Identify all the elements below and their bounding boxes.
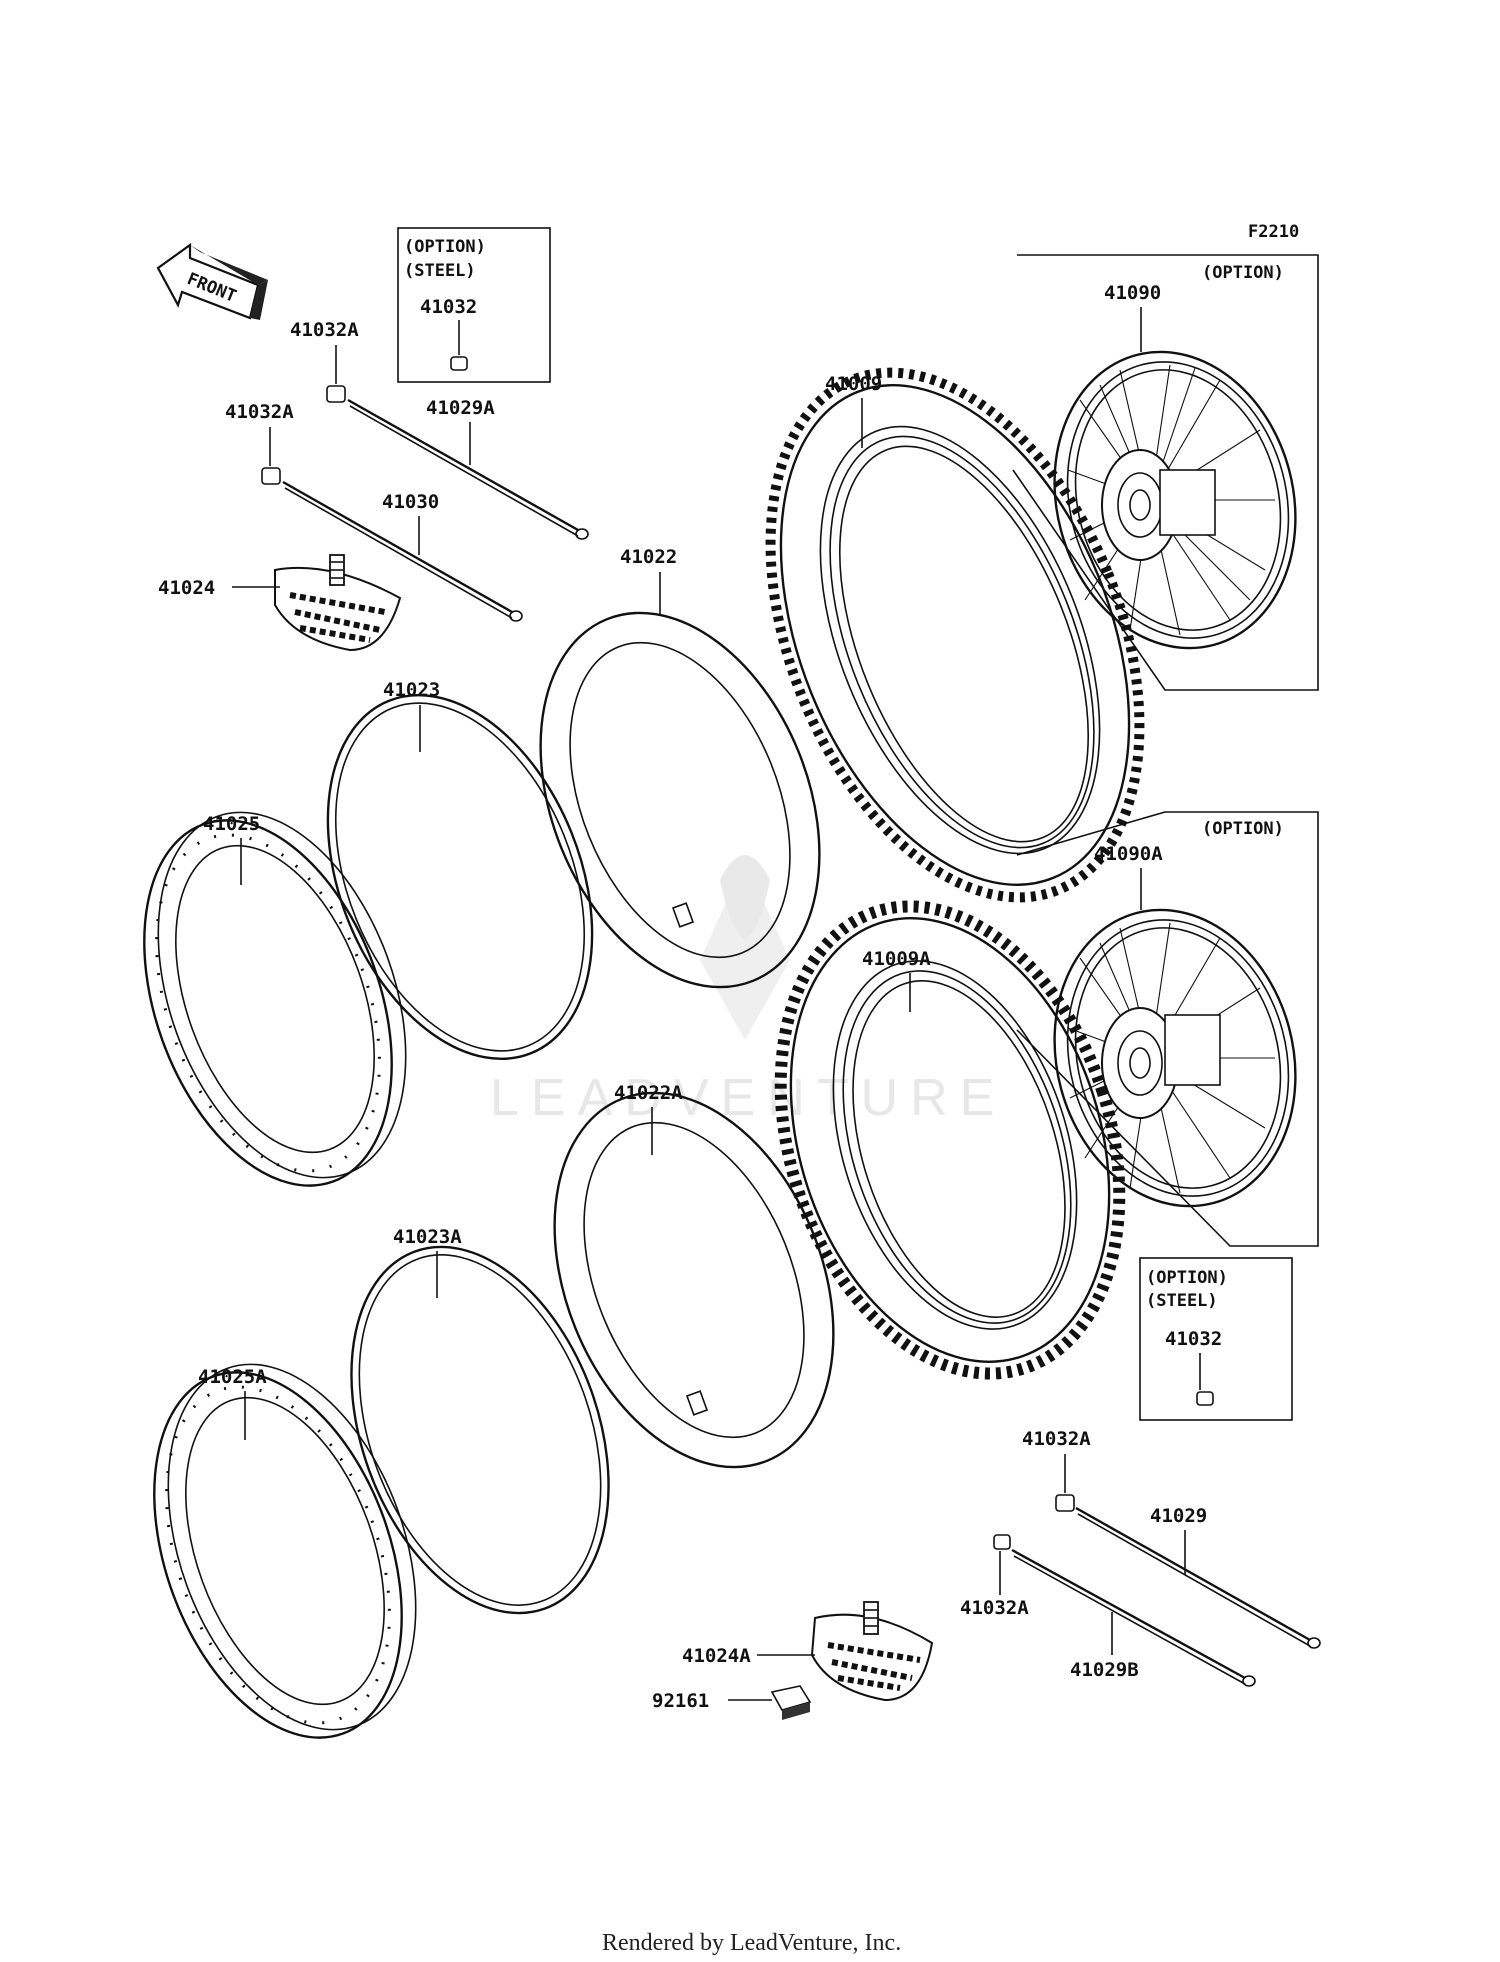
part-41023: 41023: [383, 679, 440, 701]
footer-credit: Rendered by LeadVenture, Inc.: [602, 1930, 901, 1956]
option-label: (OPTION): [1202, 263, 1284, 283]
option-label: (OPTION): [1146, 1268, 1228, 1288]
wheel-41090A-icon: [1053, 908, 1297, 1208]
block-92161: 92161: [652, 1685, 812, 1720]
watermark-text: LEADVENTURE: [490, 1069, 1006, 1127]
spoke-41029B: 41032A 41029B: [960, 1534, 1256, 1687]
part-41022: 41022: [620, 546, 677, 568]
steel-label: (STEEL): [1146, 1291, 1218, 1311]
part-41029: 41029: [1150, 1505, 1207, 1527]
rim-41025A: 41025A: [153, 1363, 417, 1739]
part-41032A-d: 41032A: [960, 1597, 1029, 1619]
part-41032-bottom: 41032: [1165, 1328, 1222, 1350]
part-41090A: 41090A: [1094, 843, 1163, 865]
part-41032-top: 41032: [420, 296, 477, 318]
tube-41022A: 41022A: [553, 1082, 835, 1469]
watermark: LEADVENTURE: [490, 855, 1006, 1127]
part-41009: 41009: [825, 373, 882, 395]
tire-41009: 41009: [765, 367, 1145, 903]
option-box-wheel-41090: (OPTION) 41090: [1012, 254, 1319, 691]
part-41029B: 41029B: [1070, 1659, 1139, 1681]
spoke-41029: 41032A 41029: [1022, 1428, 1321, 1649]
nipple-41032A-b: [261, 467, 281, 485]
option-box-wheel-41090A: (OPTION) 41090A: [1016, 811, 1319, 1247]
spoke-41030: 41032A 41030: [225, 401, 523, 622]
spoke-41029A: 41032A 41029A: [290, 319, 589, 540]
nipple-41032A-c: [1055, 1494, 1075, 1512]
part-92161: 92161: [652, 1690, 709, 1712]
option-box-steel-top: (OPTION) (STEEL) 41032: [397, 227, 551, 383]
rim-band-41024: 41024: [158, 554, 402, 652]
wheel-41090-icon: [1053, 350, 1297, 650]
nipple-41032A-a: [326, 385, 346, 403]
part-41025: 41025: [203, 813, 260, 835]
part-41090: 41090: [1104, 282, 1161, 304]
rim-41025: 41025: [143, 811, 407, 1187]
option-label: (OPTION): [404, 237, 486, 257]
part-41009A: 41009A: [862, 948, 931, 970]
tube-41022: 41022: [539, 546, 821, 989]
option-label: (OPTION): [1202, 819, 1284, 839]
rim-tape-41023: 41023: [326, 679, 594, 1061]
part-41029A: 41029A: [426, 397, 495, 419]
part-41032A-b: 41032A: [225, 401, 294, 423]
nipple-41032A-d: [993, 1534, 1011, 1550]
part-41032A-c: 41032A: [1022, 1428, 1091, 1450]
option-box-steel-bottom: (OPTION) (STEEL) 41032: [1139, 1257, 1293, 1421]
tire-41009A: 41009A: [774, 900, 1126, 1380]
part-41030: 41030: [382, 491, 439, 513]
rim-band-41024A: 41024A: [682, 1601, 934, 1702]
part-41024A: 41024A: [682, 1645, 751, 1667]
rim-tape-41023A: 41023A: [350, 1226, 610, 1615]
steel-label: (STEEL): [404, 261, 476, 281]
part-41024: 41024: [158, 577, 215, 599]
part-41032A-a: 41032A: [290, 319, 359, 341]
front-arrow-icon: FRONT: [156, 242, 268, 320]
part-41025A: 41025A: [198, 1366, 267, 1388]
part-41023A: 41023A: [393, 1226, 462, 1248]
diagram-code: F2210: [1248, 222, 1299, 242]
part-41022A: 41022A: [614, 1082, 683, 1104]
